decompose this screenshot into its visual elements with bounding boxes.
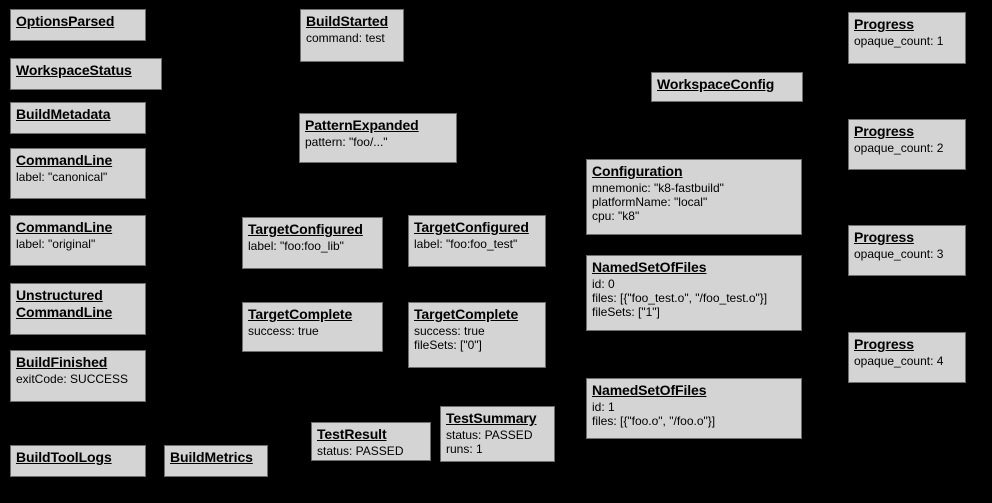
node-field: label: "foo:foo_lib" <box>248 238 344 253</box>
node-field: mnemonic: "k8-fastbuild" <box>592 180 724 195</box>
node-field: label: "canonical" <box>16 169 108 184</box>
node-title: BuildMetadata <box>16 106 111 122</box>
node-field: fileSets: ["1"] <box>592 304 660 319</box>
node-field: success: true <box>414 323 485 338</box>
node-title: Progress <box>854 16 914 32</box>
node-field: id: 0 <box>592 276 615 291</box>
node-workspace-config[interactable]: WorkspaceConfig <box>651 72 803 102</box>
node-field: cpu: "k8" <box>592 208 640 223</box>
node-field: command: test <box>306 30 385 45</box>
node-workspace-status[interactable]: WorkspaceStatus <box>10 58 162 90</box>
node-field: platformName: "local" <box>592 194 708 209</box>
node-build-tool-logs[interactable]: BuildToolLogs <box>10 445 146 477</box>
node-options-parsed[interactable]: OptionsParsed <box>10 9 146 41</box>
node-fields: opaque_count: 2 <box>854 141 960 155</box>
node-field: id: 1 <box>592 399 615 414</box>
node-title: Configuration <box>592 163 683 179</box>
node-fields: label: "foo:foo_lib" <box>248 239 377 253</box>
node-title: Progress <box>854 336 914 352</box>
node-field: label: "foo:foo_test" <box>414 236 518 251</box>
node-field: opaque_count: 4 <box>854 353 944 368</box>
node-title: CommandLine <box>16 219 113 235</box>
node-field: opaque_count: 2 <box>854 140 944 155</box>
node-title: TargetConfigured <box>248 221 363 237</box>
node-fields: label: "foo:foo_test" <box>414 237 540 251</box>
node-title: BuildFinished <box>16 354 108 370</box>
node-fields: pattern: "foo/..." <box>305 135 451 149</box>
node-fields: exitCode: SUCCESS <box>16 372 140 386</box>
node-field: label: "original" <box>16 236 96 251</box>
node-fields: opaque_count: 1 <box>854 34 960 48</box>
node-field: fileSets: ["0"] <box>414 337 482 352</box>
node-build-metrics[interactable]: BuildMetrics <box>164 445 268 477</box>
node-title: TestSummary <box>446 410 537 426</box>
node-field: files: [{"foo.o", "/foo.o"}] <box>592 413 716 428</box>
node-fields: label: "original" <box>16 237 140 251</box>
node-build-metadata[interactable]: BuildMetadata <box>10 102 146 134</box>
node-title: TestResult <box>317 426 387 442</box>
node-field: success: true <box>248 323 319 338</box>
node-fields: status: PASSED <box>317 444 425 458</box>
node-field: runs: 1 <box>446 441 483 456</box>
node-title: Unstructured CommandLine <box>16 287 113 320</box>
node-field: opaque_count: 3 <box>854 246 944 261</box>
node-fields: opaque_count: 4 <box>854 354 960 368</box>
node-title: TargetComplete <box>414 306 519 322</box>
node-title: Progress <box>854 229 914 245</box>
node-fields: mnemonic: "k8-fastbuild"platformName: "l… <box>592 181 796 223</box>
node-fields: success: true <box>248 324 377 338</box>
node-field: opaque_count: 1 <box>854 33 944 48</box>
node-field: exitCode: SUCCESS <box>16 371 129 386</box>
node-title: CommandLine <box>16 152 113 168</box>
node-title: NamedSetOfFiles <box>592 259 707 275</box>
node-title: Progress <box>854 123 914 139</box>
node-title: PatternExpanded <box>305 117 419 133</box>
node-title: OptionsParsed <box>16 13 115 29</box>
node-unstructured-command-line[interactable]: Unstructured CommandLine <box>10 283 146 335</box>
node-field: status: PASSED <box>317 443 404 458</box>
node-fields: command: test <box>306 31 398 45</box>
node-fields: label: "canonical" <box>16 170 140 184</box>
node-title: WorkspaceStatus <box>16 62 132 78</box>
node-title: TargetConfigured <box>414 219 529 235</box>
node-title: WorkspaceConfig <box>657 76 775 92</box>
node-title: BuildToolLogs <box>16 449 112 465</box>
node-title: NamedSetOfFiles <box>592 382 707 398</box>
node-field: status: PASSED <box>446 427 533 442</box>
node-title: TargetComplete <box>248 306 353 322</box>
node-field: files: [{"foo_test.o", "/foo_test.o"}] <box>592 290 768 305</box>
node-title: BuildStarted <box>306 13 389 29</box>
node-title: BuildMetrics <box>170 449 253 465</box>
node-field: pattern: "foo/..." <box>305 134 388 149</box>
node-fields: opaque_count: 3 <box>854 247 960 261</box>
